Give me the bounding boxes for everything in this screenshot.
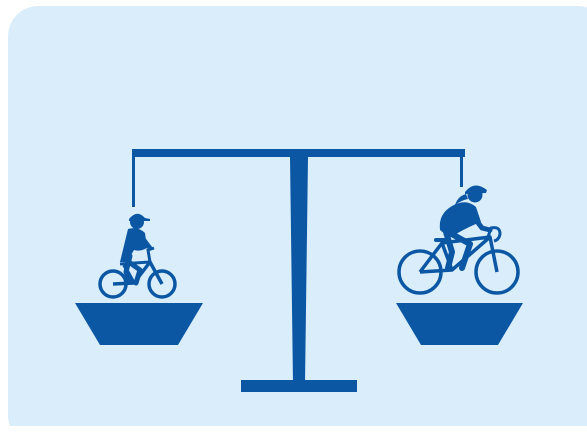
right-hanger [460,149,463,187]
scale-base [241,380,357,392]
scale-post [290,157,308,384]
left-hanger [132,149,135,207]
scale-beam [133,149,465,157]
balance-scale-illustration [8,6,587,426]
illustration-panel [8,6,587,446]
